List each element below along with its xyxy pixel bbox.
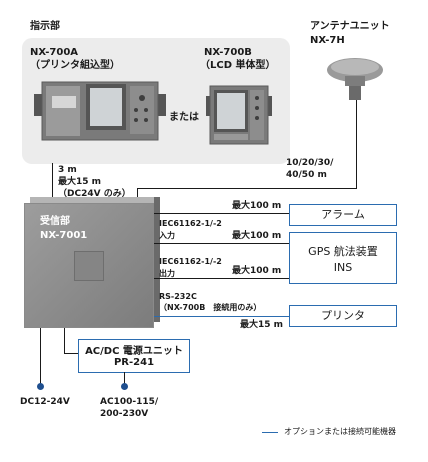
gps-output-standard: IEC61162-1/-2 <box>159 257 222 266</box>
gps-output-cable <box>154 278 289 279</box>
receiver-name: 受信部 <box>40 216 70 227</box>
antenna-cable-horizontal <box>137 188 357 189</box>
ac-connector <box>121 383 128 390</box>
ac-input-label-2: 200-230V <box>100 409 149 419</box>
gps-input-cable <box>154 243 289 244</box>
receiver-cable-3: （DC24V のみ） <box>58 189 131 199</box>
receiver-side-face <box>154 197 160 322</box>
antenna-name: アンテナユニット <box>310 21 390 32</box>
antenna-cable-drop <box>137 188 138 203</box>
dc-connector <box>37 383 44 390</box>
power-supply-box: AC/DC 電源ユニット PR-241 <box>78 339 190 373</box>
legend-line <box>262 432 278 433</box>
antenna-model: NX-7H <box>310 35 345 46</box>
antenna-cable-lengths-1: 10/20/30/ <box>286 158 334 168</box>
or-label: または <box>169 112 199 123</box>
dc-cable <box>40 328 41 385</box>
gps-output-cable-length: 最大100 m <box>232 266 282 276</box>
power-supply-model: PR-241 <box>113 357 155 368</box>
alarm-cable-length: 最大100 m <box>232 201 282 211</box>
printer-note: （NX-700B 接続用のみ） <box>159 303 262 312</box>
model-b-name: NX-700B <box>204 47 252 58</box>
legend-label: オプションまたは接続可能機器 <box>284 427 396 436</box>
antenna-illustration <box>327 58 383 100</box>
dc-input-label: DC12-24V <box>20 397 70 407</box>
power-unit-vertical <box>64 328 65 354</box>
ac-input-label-1: AC100-115/ <box>100 397 159 407</box>
antenna-cable-lengths-2: 40/50 m <box>286 170 327 180</box>
receiver-model: NX-7001 <box>40 230 88 241</box>
antenna-cable-vertical <box>356 100 357 189</box>
model-a-name: NX-700A <box>30 47 79 58</box>
printer-cable <box>154 316 289 317</box>
indicator-heading: 指示部 <box>30 21 60 32</box>
printer-label: プリンタ <box>321 309 365 322</box>
power-supply-label: AC/DC 電源ユニット <box>85 346 183 357</box>
receiver-port <box>74 251 104 281</box>
power-unit-horizontal <box>64 353 78 354</box>
model-a-illustration <box>34 81 166 141</box>
alarm-cable <box>154 213 289 214</box>
printer-box: プリンタ <box>289 305 397 327</box>
receiver-cable-1: 3 m <box>58 165 77 175</box>
model-b-illustration <box>206 85 272 145</box>
gps-output-label: 出力 <box>159 269 175 278</box>
model-b-type: （LCD 単体型） <box>200 60 276 71</box>
ac-cable <box>124 372 125 385</box>
gps-input-standard: IEC61162-1/-2 <box>159 219 222 228</box>
receiver-cable-2: 最大15 m <box>58 177 102 187</box>
ins-label: INS <box>333 261 353 274</box>
gps-input-cable-length: 最大100 m <box>232 231 282 241</box>
alarm-label: アラーム <box>321 208 365 221</box>
receiver-top-face <box>30 197 154 203</box>
gps-label: GPS 航法装置 <box>308 245 378 258</box>
printer-cable-length: 最大15 m <box>240 320 284 330</box>
receiver-unit: 受信部 NX-7001 <box>24 197 160 328</box>
indicator-receiver-cable <box>52 163 53 203</box>
gps-ins-box: GPS 航法装置 INS <box>289 232 397 284</box>
model-a-type: （プリンタ組込型） <box>30 60 120 71</box>
printer-standard: RS-232C <box>159 292 197 301</box>
alarm-box: アラーム <box>289 204 397 226</box>
gps-input-label: 入力 <box>159 231 175 240</box>
